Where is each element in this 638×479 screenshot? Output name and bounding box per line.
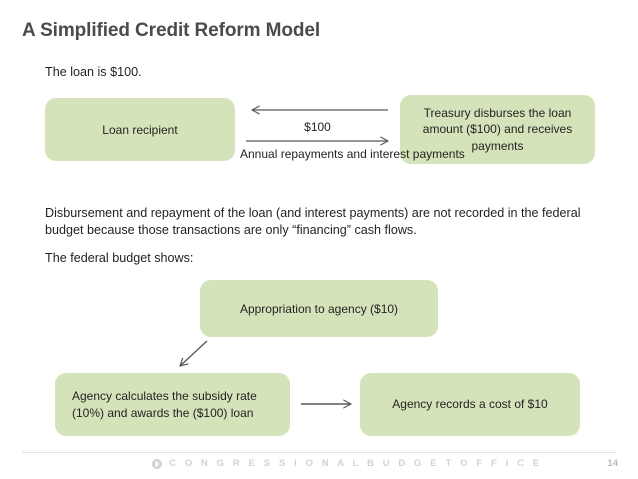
narrative-paragraph: Disbursement and repayment of the loan (… — [45, 206, 581, 237]
box-agency-records-cost[interactable]: Agency records a cost of $10 — [360, 373, 580, 436]
arrow-label-annual-repayments: Annual repayments and interest payments — [240, 147, 465, 161]
footer-divider — [22, 452, 616, 453]
narrative-lead-in: The federal budget shows: — [45, 251, 194, 265]
box-agency-calculates-subsidy[interactable]: Agency calculates the subsidy rate (10%)… — [55, 373, 290, 436]
box-loan-recipient[interactable]: Loan recipient — [45, 98, 235, 161]
box-appropriation-to-agency[interactable]: Appropriation to agency ($10) — [200, 280, 438, 337]
cbo-circle-logo-icon — [152, 458, 162, 469]
page-number: 14 — [607, 458, 618, 469]
footer-brand: C O N G R E S S I O N A L B U D G E T O … — [152, 458, 542, 469]
intro-loan-line: The loan is $100. — [45, 65, 142, 79]
arrow-appropriation-to-agency — [179, 340, 208, 367]
page-title: A Simplified Credit Reform Model — [22, 20, 321, 41]
arrow-label-100: $100 — [304, 120, 331, 134]
box-treasury[interactable]: Treasury disburses the loan amount ($100… — [400, 95, 595, 164]
footer-organization-label: C O N G R E S S I O N A L B U D G E T O … — [169, 458, 543, 469]
